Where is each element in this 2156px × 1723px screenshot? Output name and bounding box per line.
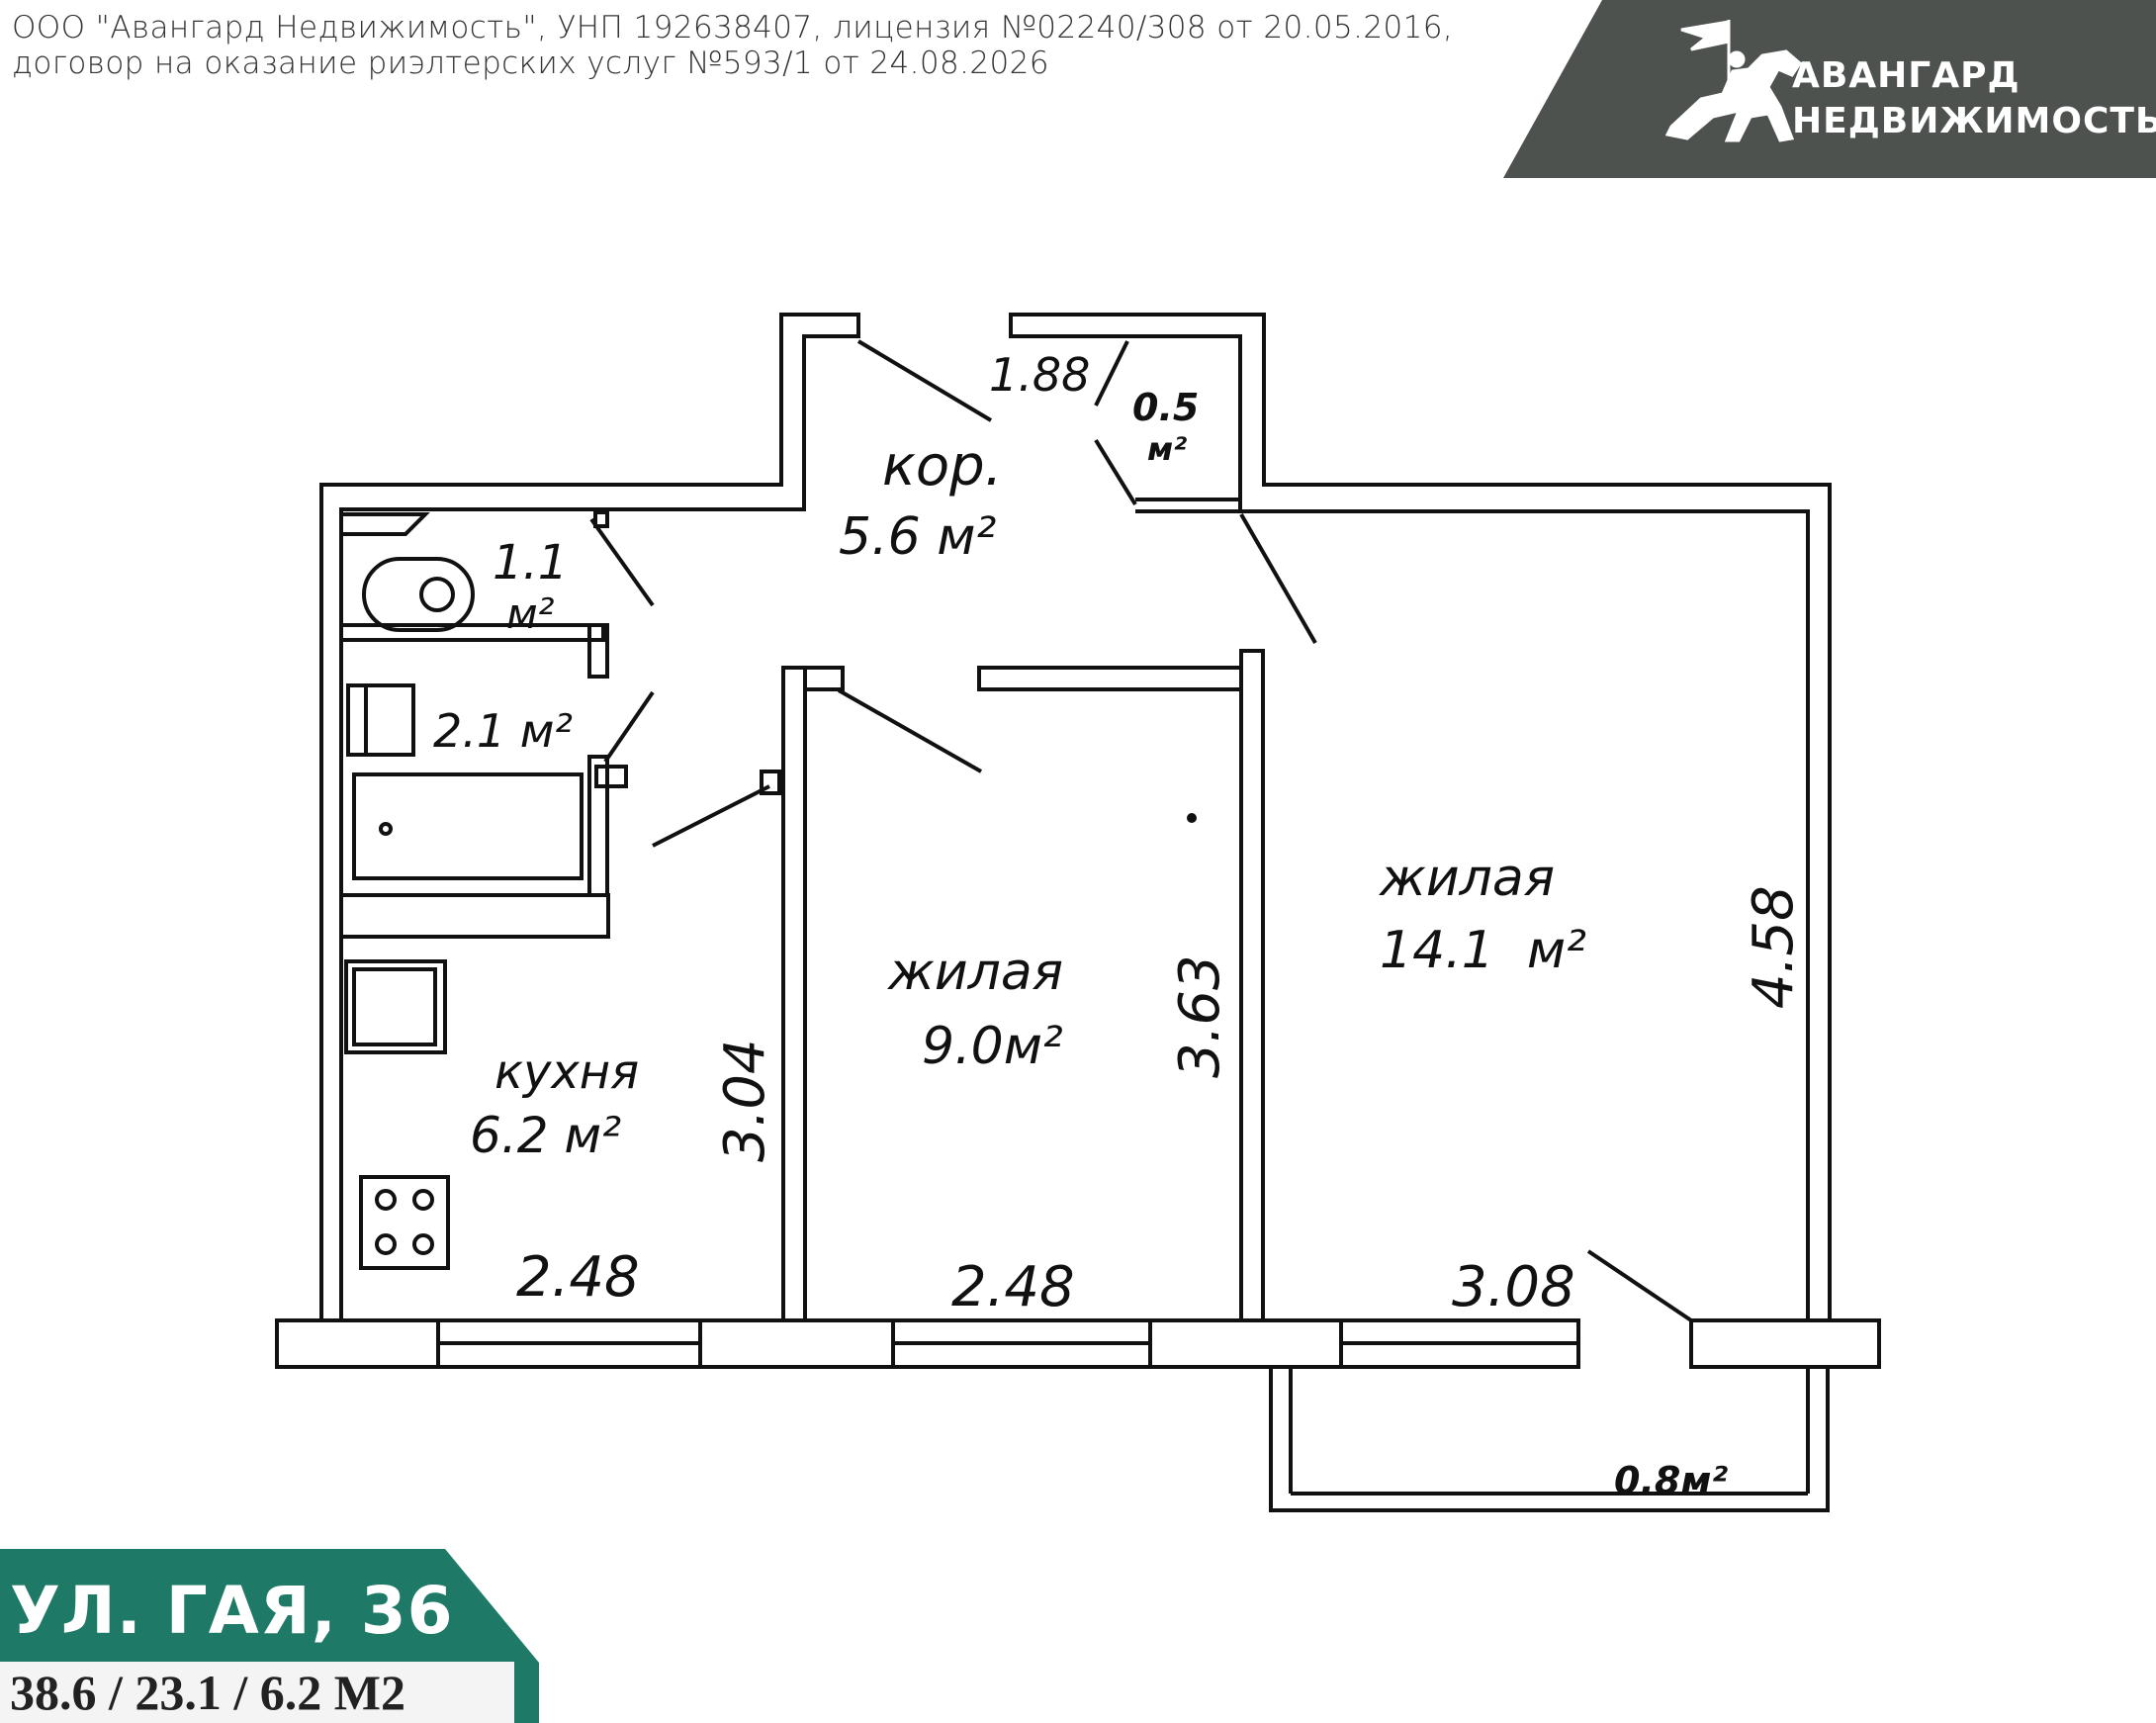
brand-name-line-1: АВАНГАРД [1792,55,2021,96]
living-width-dim: 3.08 [1452,1255,1575,1319]
areas-bar [0,1662,514,1723]
bedroom-width-dim: 2.48 [951,1255,1075,1319]
brand-name: АВАНГАРД НЕДВИЖИМОСТЬ [1792,53,2156,144]
kitchen-label: кухня [494,1044,639,1100]
balcony-area: 0.8м² [1614,1459,1728,1502]
stove [359,1175,450,1270]
areas-summary: 38.6 / 23.1 / 6.2 М2 [10,1665,405,1720]
living-label: жилая [1379,849,1555,908]
storage-area: 0.5 [1132,386,1199,429]
kitchen-area: 6.2 м² [470,1107,621,1164]
bedroom-top-wall [805,666,845,691]
kitchen-depth-dim: 3.04 [713,1039,777,1162]
facade-wall-1 [275,1318,440,1369]
brand-name-line-2: НЕДВИЖИМОСТЬ [1792,101,2156,141]
brand-banner [1503,0,2156,178]
storage-area-unit: м² [1147,430,1187,468]
bedroom-depth-dim: 3.63 [1168,954,1232,1078]
toilet-wall [341,512,430,536]
bedroom-living-wall [1239,649,1265,1322]
bedroom-label: жилая [887,943,1063,1002]
corridor-label: кор. [882,434,1002,499]
bedroom-area: 9.0м² [922,1017,1063,1076]
living-depth-dim: 4.58 [1742,885,1806,1009]
toilet-fixture [362,557,475,632]
bathtub-fixture [352,772,584,880]
kitchen-sink [344,959,447,1054]
storage-width-dim: 1.88 [989,348,1090,402]
address: УЛ. ГАЯ, 36 [10,1573,454,1649]
corridor-area: 5.6 м² [839,507,996,567]
facade-wall-3 [1148,1318,1343,1369]
legal-header: ООО "Авангард Недвижимость", УНП 1926384… [12,10,1453,81]
sink-fixture [346,683,415,757]
legal-line-2: договор на оказание риэлтерских услуг №5… [12,45,1049,81]
knight-on-horse-icon [1664,20,1802,142]
legal-line-1: ООО "Авангард Недвижимость", УНП 1926384… [12,10,1454,45]
toilet-area-unit: м² [506,589,555,638]
facade-wall-4 [1689,1318,1881,1369]
storage-top-wall [1009,313,1832,1322]
bathroom-area: 2.1 м² [433,704,573,758]
toilet-area: 1.1 [493,535,568,590]
kitchen-width-dim: 2.48 [516,1245,640,1310]
facade-wall-2 [698,1318,895,1369]
living-area: 14.1 м² [1380,921,1586,980]
balcony-rail [1269,1367,1830,1512]
kitchen-bedroom-wall [781,666,807,1322]
